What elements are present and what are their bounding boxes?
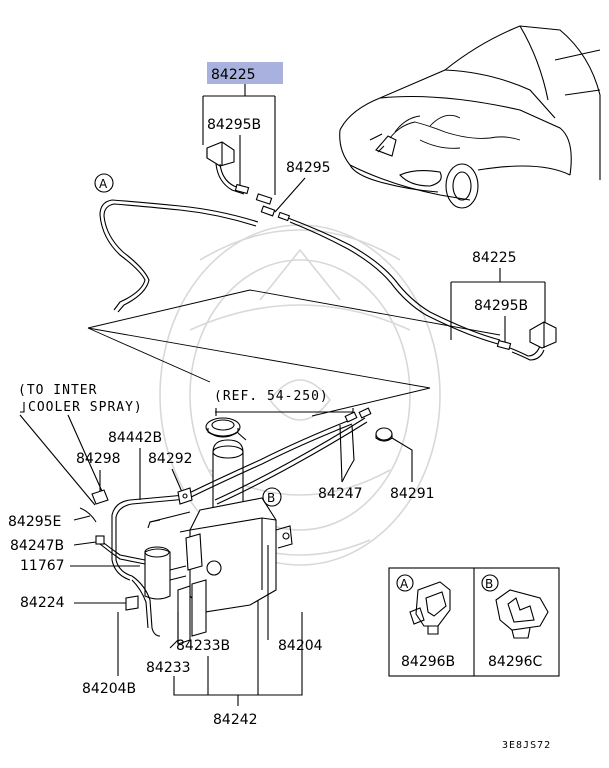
label-84442B: 84442B — [108, 430, 162, 446]
label-84291: 84291 — [390, 486, 435, 502]
detail-boxes: A 84296B B 84296C — [388, 567, 560, 677]
label-84225-right: 84225 — [472, 250, 517, 266]
clip-84296B — [409, 581, 451, 635]
tank-cap — [205, 417, 247, 441]
callout-A: A — [99, 177, 108, 191]
label-84295B-right: 84295B — [474, 298, 528, 314]
label-84242: 84242 — [213, 712, 258, 728]
label-ref: (REF. 54-250) — [214, 389, 329, 404]
clip-84298 — [91, 489, 109, 505]
label-84204B: 84204B — [82, 681, 136, 697]
watermark-crest — [159, 224, 441, 566]
grommet-84291 — [375, 427, 393, 442]
car-illustration — [339, 25, 601, 209]
label-84247B: 84247B — [10, 538, 64, 554]
clip-84296C — [495, 589, 549, 639]
connector-84295 — [260, 205, 291, 222]
detail-callout-A: A — [400, 577, 409, 591]
label-84292: 84292 — [148, 451, 193, 467]
label-84204: 84204 — [278, 638, 323, 654]
label-84233B: 84233B — [176, 638, 230, 654]
callout-circle-B — [262, 487, 282, 507]
label-84295: 84295 — [286, 160, 331, 176]
bolt-84292 — [177, 487, 193, 505]
connector-ref — [344, 407, 372, 423]
label-84224: 84224 — [20, 595, 65, 611]
detail-callout-B: B — [485, 577, 493, 591]
highlight-84225 — [207, 62, 283, 84]
detail-part-84296B: 84296B — [401, 654, 455, 670]
nozzle-right — [496, 321, 557, 361]
label-cooler-spray: COOLER SPRAY) — [28, 400, 143, 415]
label-84295E: 84295E — [8, 514, 61, 530]
callout-B: B — [267, 491, 275, 505]
callout-circle-A — [94, 173, 114, 193]
drawing-code: 3E8JS72 — [502, 740, 551, 751]
label-to-inter: (TO INTER — [18, 383, 97, 398]
clip-84224 — [125, 595, 139, 611]
label-84247: 84247 — [318, 486, 363, 502]
label-84295B-top: 84295B — [207, 117, 261, 133]
detail-part-84296C: 84296C — [488, 654, 543, 670]
label-84225-top: 84225 — [211, 67, 256, 83]
connector-84247B — [95, 535, 105, 545]
label-11767: 11767 — [20, 558, 65, 574]
nozzle-top — [206, 141, 273, 205]
label-84233: 84233 — [146, 660, 191, 676]
label-84298: 84298 — [76, 451, 121, 467]
